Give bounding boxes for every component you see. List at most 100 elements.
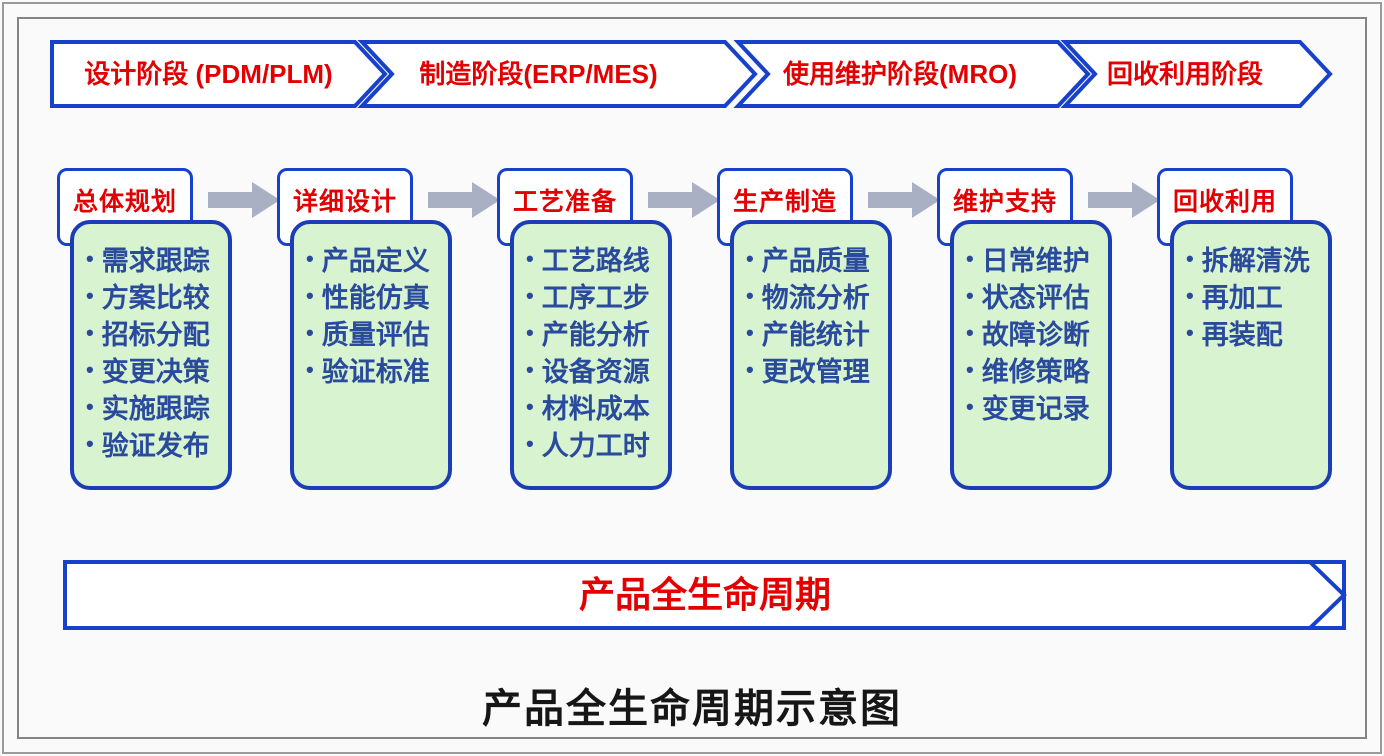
bullet-icon: •: [966, 393, 974, 419]
list-item: • 日常维护: [964, 240, 1102, 277]
list-item: • 需求跟踪: [84, 240, 222, 277]
bullet-icon: •: [1186, 282, 1194, 308]
bullet-icon: •: [746, 319, 754, 345]
stage-list-process-prep: •工艺路线 •工序工步 •产能分析 •设备资源 •材料成本 •人力工时: [510, 220, 672, 490]
bullet-icon: •: [1186, 245, 1194, 271]
stage-list-maintenance: • 日常维护 • 状态评估 • 故障诊断 •维修策略 • 变更记录: [950, 220, 1112, 490]
bullet-icon: •: [86, 282, 94, 308]
list-item-label: 人力工时: [541, 431, 650, 461]
list-item: •方案比较: [84, 277, 222, 314]
list-item: • 产能统计: [744, 314, 882, 351]
phase-chevron-banner: [50, 40, 1333, 108]
list-item-label: 产品质量: [761, 246, 870, 276]
list-item-label: 设备资源: [541, 357, 650, 387]
list-item-label: 再加工: [1201, 283, 1283, 313]
arrow-right-icon: [648, 182, 720, 218]
list-item: • 材料成本: [524, 388, 662, 425]
bullet-icon: •: [526, 430, 534, 456]
list-item-label: 性能仿真: [321, 283, 430, 313]
list-item-label: 日常维护: [981, 246, 1090, 276]
inner-frame: [17, 17, 1367, 739]
bullet-icon: •: [86, 356, 94, 382]
list-item: • 性能仿真: [304, 277, 442, 314]
bullet-icon: •: [306, 319, 314, 345]
list-item: •验证发布: [84, 425, 222, 462]
list-item: • 验证标准: [304, 351, 442, 388]
list-item: •再装配: [1184, 314, 1322, 351]
list-item: • 状态评估: [964, 277, 1102, 314]
list-item-label: 故障诊断: [981, 320, 1090, 350]
list-item-label: 状态评估: [981, 283, 1090, 313]
stage-column-maintenance: 维护支持 •日常维护 •状态评估 •故障诊断 •维修策略 •变更记录: [937, 168, 1117, 494]
bullet-icon: •: [966, 356, 974, 382]
bullet-icon: •: [526, 393, 534, 419]
list-item-label: 材料成本: [541, 394, 650, 424]
bullet-icon: •: [306, 356, 314, 382]
stage-list-planning: •需求跟踪 •方案比较 •招标分配 •变更决策 •实施跟踪 •验证发布: [70, 220, 232, 490]
list-item: • 产品定义: [304, 240, 442, 277]
list-item-label: 需求跟踪: [101, 246, 210, 276]
list-item: •维修策略: [964, 351, 1102, 388]
bullet-icon: •: [746, 356, 754, 382]
bullet-icon: •: [86, 430, 94, 456]
list-item-label: 产能统计: [761, 320, 870, 350]
list-item: • 再加工: [1184, 277, 1322, 314]
list-item: • 故障诊断: [964, 314, 1102, 351]
stage-column-production: 生产制造 •产品质量 •物流分析 •产能统计 •更改管理: [717, 168, 897, 494]
stage-column-detailed-design: 详细设计 •产品定义 •性能仿真 •质量评估 •验证标准: [277, 168, 457, 494]
list-item-label: 产品定义: [321, 246, 430, 276]
list-item: • 设备资源: [524, 351, 662, 388]
lifecycle-banner-label: 产品全生命周期: [578, 574, 831, 615]
list-item-label: 更改管理: [761, 357, 870, 387]
list-item: •产品质量: [744, 240, 882, 277]
bullet-icon: •: [86, 245, 94, 271]
list-item-label: 工艺路线: [541, 246, 650, 276]
list-item: • 变更记录: [964, 388, 1102, 425]
list-item: • 人力工时: [524, 425, 662, 462]
list-item-label: 验证标准: [321, 357, 430, 387]
bullet-icon: •: [966, 319, 974, 345]
bullet-icon: •: [306, 282, 314, 308]
list-item: • 质量评估: [304, 314, 442, 351]
arrow-right-icon: [868, 182, 940, 218]
list-item-label: 实施跟踪: [101, 394, 210, 424]
bullet-icon: •: [86, 393, 94, 419]
arrow-right-icon: [428, 182, 500, 218]
list-item: • 更改管理: [744, 351, 882, 388]
stage-list-production: •产品质量 • 物流分析 • 产能统计 • 更改管理: [730, 220, 892, 490]
list-item: •招标分配: [84, 314, 222, 351]
list-item-label: 变更记录: [981, 394, 1090, 424]
diagram-caption: 产品全生命周期示意图: [482, 687, 902, 731]
arrow-right-icon: [1088, 182, 1160, 218]
phase-maintenance: 使用维护阶段(MRO): [783, 59, 1017, 89]
list-item: •产能分析: [524, 314, 662, 351]
list-item-label: 工序工步: [541, 283, 650, 313]
bullet-icon: •: [526, 245, 534, 271]
bullet-icon: •: [526, 319, 534, 345]
list-item: • 物流分析: [744, 277, 882, 314]
stage-column-planning: 总体规划 •需求跟踪 •方案比较 •招标分配 •变更决策 •实施跟踪 •验证发布: [57, 168, 237, 494]
list-item: • 工艺路线: [524, 240, 662, 277]
phase-recycling: 回收利用阶段: [1106, 59, 1263, 89]
stage-list-recycling: • 拆解清洗 • 再加工 •再装配: [1170, 220, 1332, 490]
stage-column-recycling: 回收利用 •拆解清洗 •再加工 •再装配: [1157, 168, 1337, 494]
bullet-icon: •: [1186, 319, 1194, 345]
list-item: • 拆解清洗: [1184, 240, 1322, 277]
bullet-icon: •: [746, 282, 754, 308]
list-item-label: 招标分配: [101, 320, 210, 350]
bullet-icon: •: [306, 245, 314, 271]
stage-column-process-prep: 工艺准备 •工艺路线 •工序工步 •产能分析 •设备资源 •材料成本 •人力工时: [497, 168, 677, 494]
list-item-label: 物流分析: [761, 283, 870, 313]
list-item-label: 拆解清洗: [1201, 246, 1310, 276]
list-item: • 实施跟踪: [84, 388, 222, 425]
list-item: •变更决策: [84, 351, 222, 388]
bullet-icon: •: [966, 282, 974, 308]
arrow-right-icon: [208, 182, 280, 218]
bullet-icon: •: [966, 245, 974, 271]
list-item-label: 质量评估: [321, 320, 430, 350]
list-item: •工序工步: [524, 277, 662, 314]
stage-list-detailed-design: • 产品定义 • 性能仿真 • 质量评估 • 验证标准: [290, 220, 452, 490]
bullet-icon: •: [526, 356, 534, 382]
